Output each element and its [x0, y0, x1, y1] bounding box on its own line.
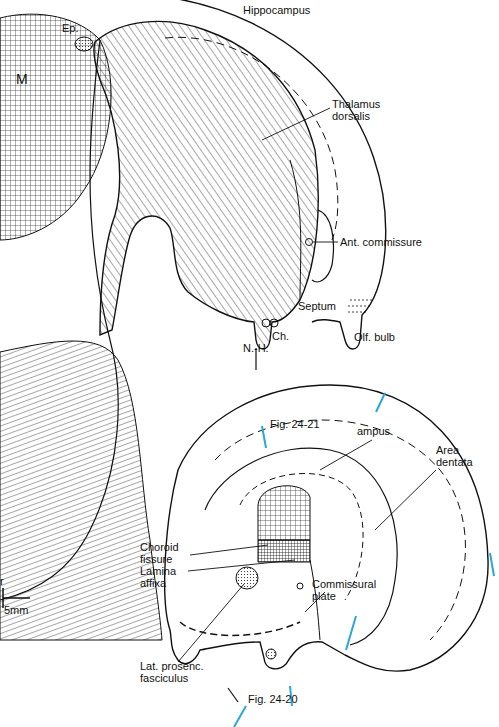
leader-line [375, 470, 436, 530]
part-label: Area dentata [436, 444, 484, 468]
blue-marker [346, 616, 356, 650]
scale-bar [3, 597, 30, 599]
part-label: r [0, 575, 4, 587]
blue-marker [234, 706, 246, 727]
outer-outline [165, 385, 488, 671]
commissure-mark [297, 583, 303, 589]
part-label: ampus [357, 425, 390, 437]
upper-section [0, 0, 386, 640]
blue-marker [376, 393, 385, 412]
olf-bulb-stripes [348, 300, 372, 312]
epiphysis [75, 37, 93, 51]
lower-dashed-line [180, 622, 300, 636]
section-tick [228, 688, 238, 702]
part-label: Fig. 24-20 [248, 693, 298, 705]
chiasm-circle [270, 319, 278, 327]
blue-marker [262, 426, 266, 448]
midline-boundary [0, 40, 118, 600]
fasciculus-circle [236, 567, 258, 589]
part-label: Olf. bulb [354, 331, 395, 343]
leader-line [178, 584, 244, 662]
part-label: Septum [298, 300, 336, 312]
part-label: Lamina affixa [140, 565, 192, 589]
lamina-affixa-band [258, 540, 310, 562]
part-label: Commissural plate [312, 578, 374, 602]
part-label: Hippocampus [243, 4, 310, 16]
part-label: N.-H. [243, 342, 269, 354]
leader-line [188, 560, 295, 571]
chiasm-circle [266, 649, 276, 659]
septum-bulge [312, 210, 333, 282]
chiasm-circle [262, 319, 270, 327]
inner-arc [205, 448, 397, 645]
part-label: Ant. commissure [340, 236, 422, 248]
part-label: 5mm [4, 604, 28, 616]
leader-line [320, 440, 372, 470]
part-label: Fig. 24-21 [270, 418, 320, 430]
lower-section [165, 385, 488, 702]
ant-commissure-mark [306, 239, 313, 246]
lower-hatched-stem [0, 341, 162, 640]
thalamus-hatched-region [94, 21, 318, 349]
blue-marker [490, 553, 494, 576]
inner-boundary [290, 160, 301, 300]
leader-line [190, 545, 268, 555]
leader-line [313, 242, 338, 243]
part-label: Lat. prosenc. fasciculus [140, 660, 212, 684]
part-label: Thalamus dorsalis [332, 98, 394, 122]
part-label: Choroid fissure [140, 541, 195, 565]
choroid-grid-region [258, 486, 310, 540]
part-label: Ep. [62, 22, 79, 34]
scale-bar [2, 588, 4, 608]
part-label: M [16, 72, 28, 87]
leader-line [262, 108, 330, 140]
section-markers [234, 393, 494, 727]
part-label: Ch. [272, 330, 289, 342]
